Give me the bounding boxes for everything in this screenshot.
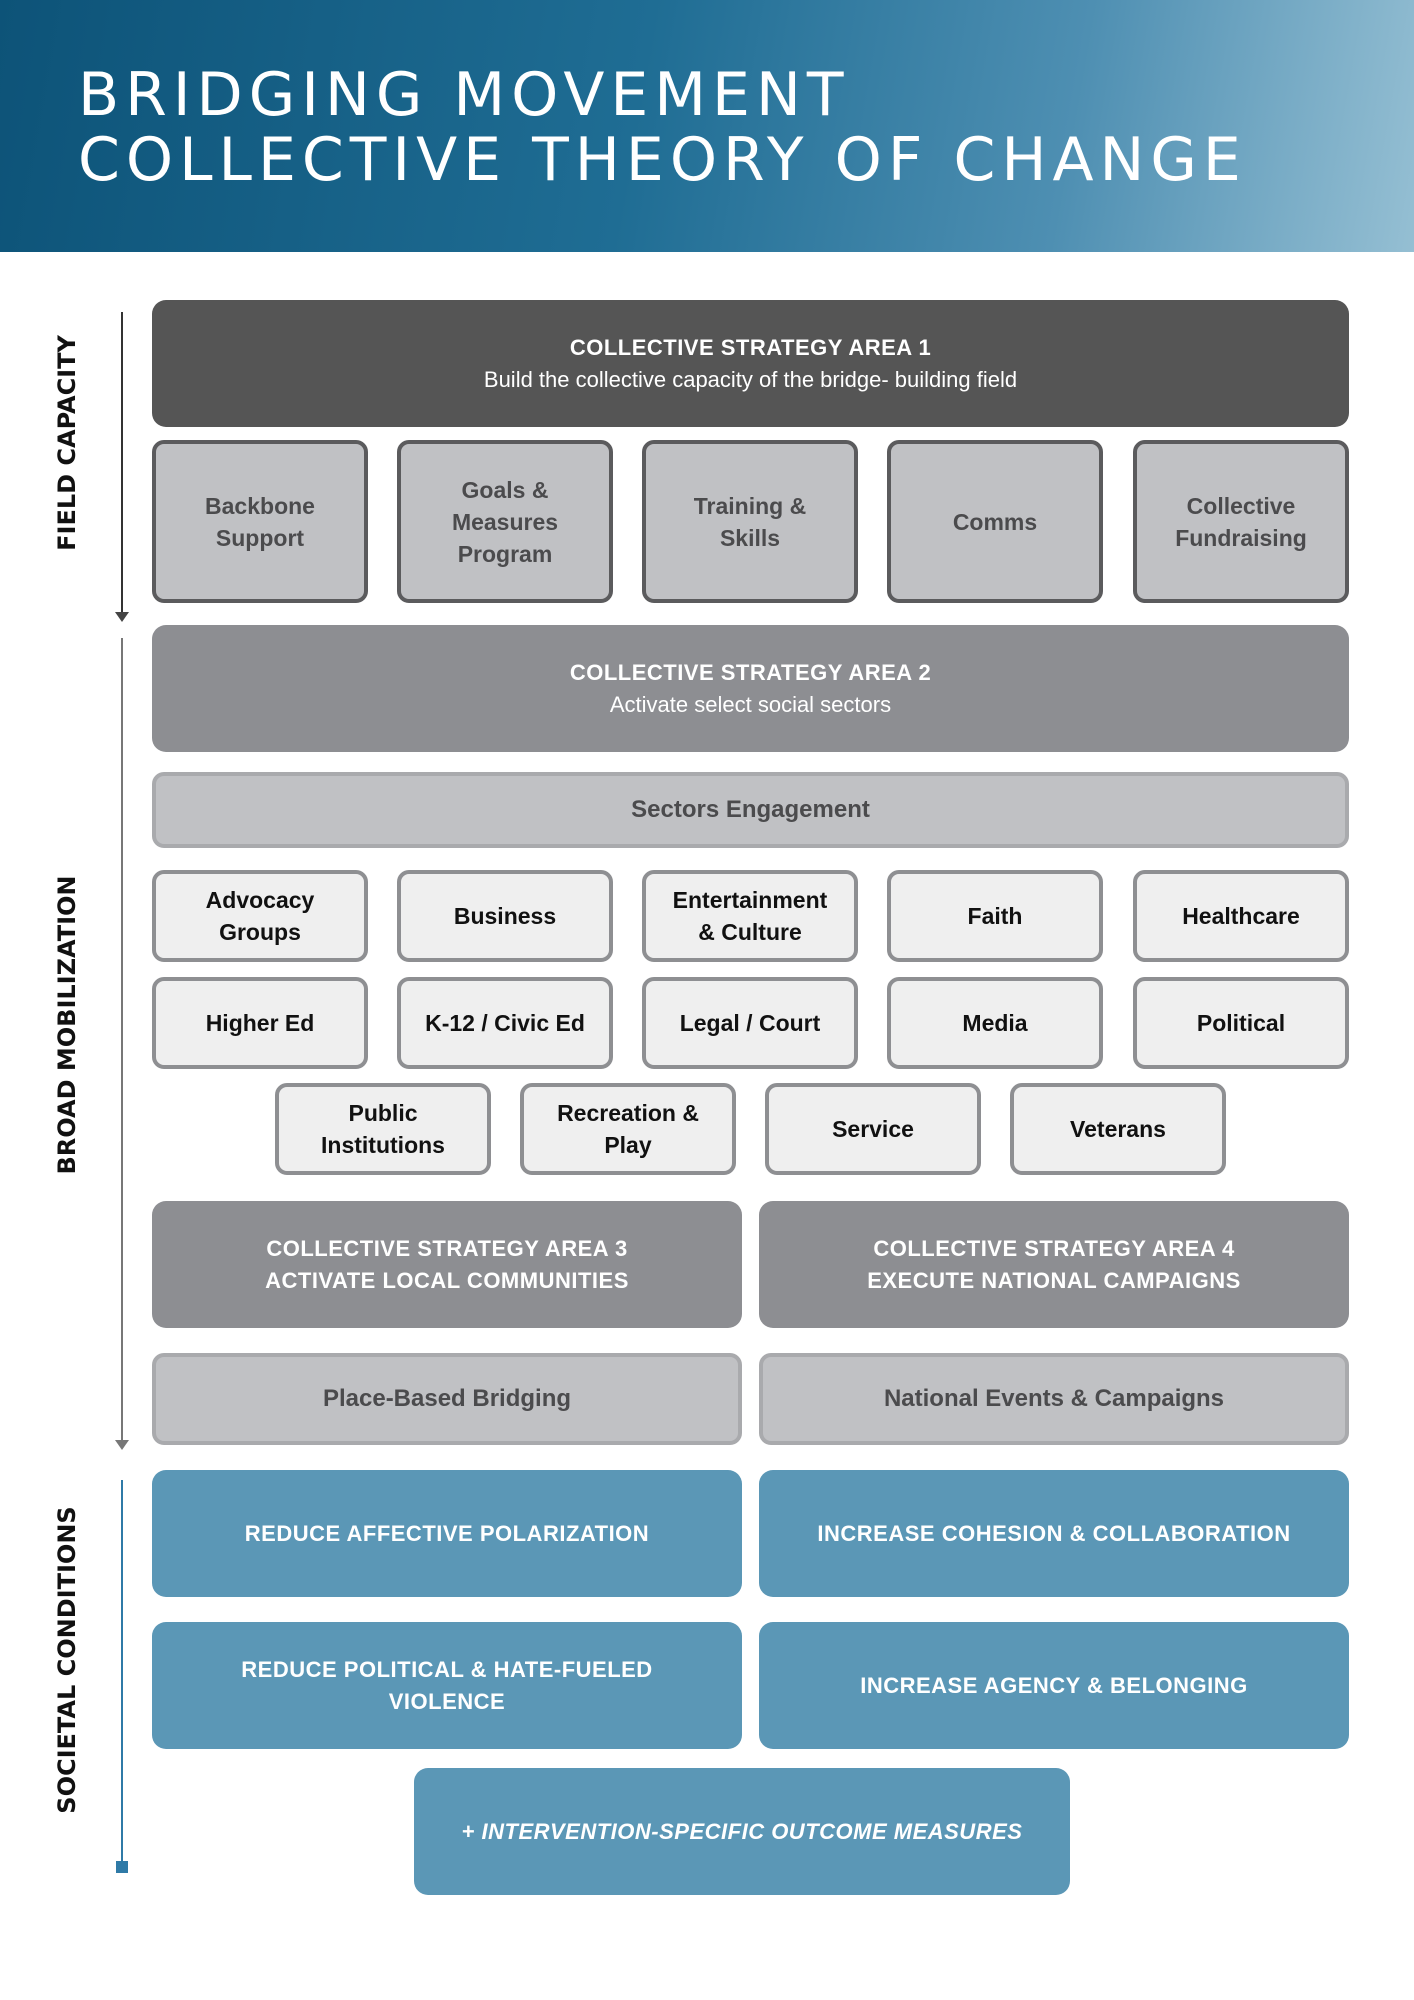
field-capacity-line <box>121 312 123 612</box>
strategy-area-2-subtitle: Activate select social sectors <box>609 691 892 717</box>
outcome-intervention-specific-measures: + INTERVENTION-SPECIFIC OUTCOME MEASURES <box>414 1768 1070 1895</box>
page-title-line2: COLLECTIVE THEORY OF CHANGE <box>78 125 1247 195</box>
strategy-area-3-banner: COLLECTIVE STRATEGY AREA 3 ACTIVATE LOCA… <box>152 1201 742 1328</box>
strategy-area-4-heading: COLLECTIVE STRATEGY AREA 4 <box>873 1235 1235 1261</box>
side-label-broad-mobilization: BROAD MOBILIZATION <box>53 875 81 1175</box>
field-capacity-arrow-icon <box>115 612 129 622</box>
side-label-societal-conditions: SOCIETAL CONDITIONS <box>53 1506 81 1814</box>
strategy-area-2-banner: COLLECTIVE STRATEGY AREA 2 Activate sele… <box>152 625 1349 752</box>
page-title-line1: BRIDGING MOVEMENT <box>78 60 850 130</box>
sector-business: Business <box>397 870 613 962</box>
strategy-area-3-subtitle: ACTIVATE LOCAL COMMUNITIES <box>265 1267 629 1293</box>
strategy-area-4-subtitle: EXECUTE NATIONAL CAMPAIGNS <box>867 1267 1241 1293</box>
area1-item-training-skills: Training & Skills <box>642 440 858 603</box>
sector-healthcare: Healthcare <box>1133 870 1349 962</box>
area1-item-comms: Comms <box>887 440 1103 603</box>
area1-item-backbone-support: Backbone Support <box>152 440 368 603</box>
side-label-field-capacity: FIELD CAPACITY <box>53 335 81 551</box>
sector-service: Service <box>765 1083 981 1175</box>
sector-advocacy-groups: Advocacy Groups <box>152 870 368 962</box>
broad-mobilization-line <box>121 638 123 1440</box>
sector-media: Media <box>887 977 1103 1069</box>
area1-item-goals-measures: Goals & Measures Program <box>397 440 613 603</box>
strategy-area-3-heading: COLLECTIVE STRATEGY AREA 3 <box>266 1235 628 1261</box>
outcome-increase-cohesion-collaboration: INCREASE COHESION & COLLABORATION <box>759 1470 1349 1597</box>
strategy-area-1-heading: COLLECTIVE STRATEGY AREA 1 <box>569 334 932 360</box>
area1-item-collective-fundraising: Collective Fundraising <box>1133 440 1349 603</box>
sector-entertainment-culture: Entertainment & Culture <box>642 870 858 962</box>
strategy-area-1-banner: COLLECTIVE STRATEGY AREA 1 Build the col… <box>152 300 1349 427</box>
outcome-reduce-affective-polarization: REDUCE AFFECTIVE POLARIZATION <box>152 1470 742 1597</box>
societal-conditions-line <box>121 1480 123 1865</box>
sector-public-institutions: Public Institutions <box>275 1083 491 1175</box>
national-events-campaigns-bar: National Events & Campaigns <box>759 1353 1349 1445</box>
sector-recreation-play: Recreation & Play <box>520 1083 736 1175</box>
strategy-area-1-subtitle: Build the collective capacity of the bri… <box>483 366 1018 392</box>
societal-conditions-end-marker <box>116 1861 128 1873</box>
sectors-engagement-bar: Sectors Engagement <box>152 772 1349 848</box>
strategy-area-2-heading: COLLECTIVE STRATEGY AREA 2 <box>569 659 932 685</box>
strategy-area-4-banner: COLLECTIVE STRATEGY AREA 4 EXECUTE NATIO… <box>759 1201 1349 1328</box>
sector-political: Political <box>1133 977 1349 1069</box>
sector-legal-court: Legal / Court <box>642 977 858 1069</box>
broad-mobilization-arrow-icon <box>115 1440 129 1450</box>
sector-veterans: Veterans <box>1010 1083 1226 1175</box>
place-based-bridging-bar: Place-Based Bridging <box>152 1353 742 1445</box>
header-banner: BRIDGING MOVEMENT COLLECTIVE THEORY OF C… <box>0 0 1414 252</box>
outcome-reduce-political-violence: REDUCE POLITICAL & HATE-FUELED VIOLENCE <box>152 1622 742 1749</box>
sector-higher-ed: Higher Ed <box>152 977 368 1069</box>
outcome-increase-agency-belonging: INCREASE AGENCY & BELONGING <box>759 1622 1349 1749</box>
sector-faith: Faith <box>887 870 1103 962</box>
sector-k12-civic-ed: K-12 / Civic Ed <box>397 977 613 1069</box>
